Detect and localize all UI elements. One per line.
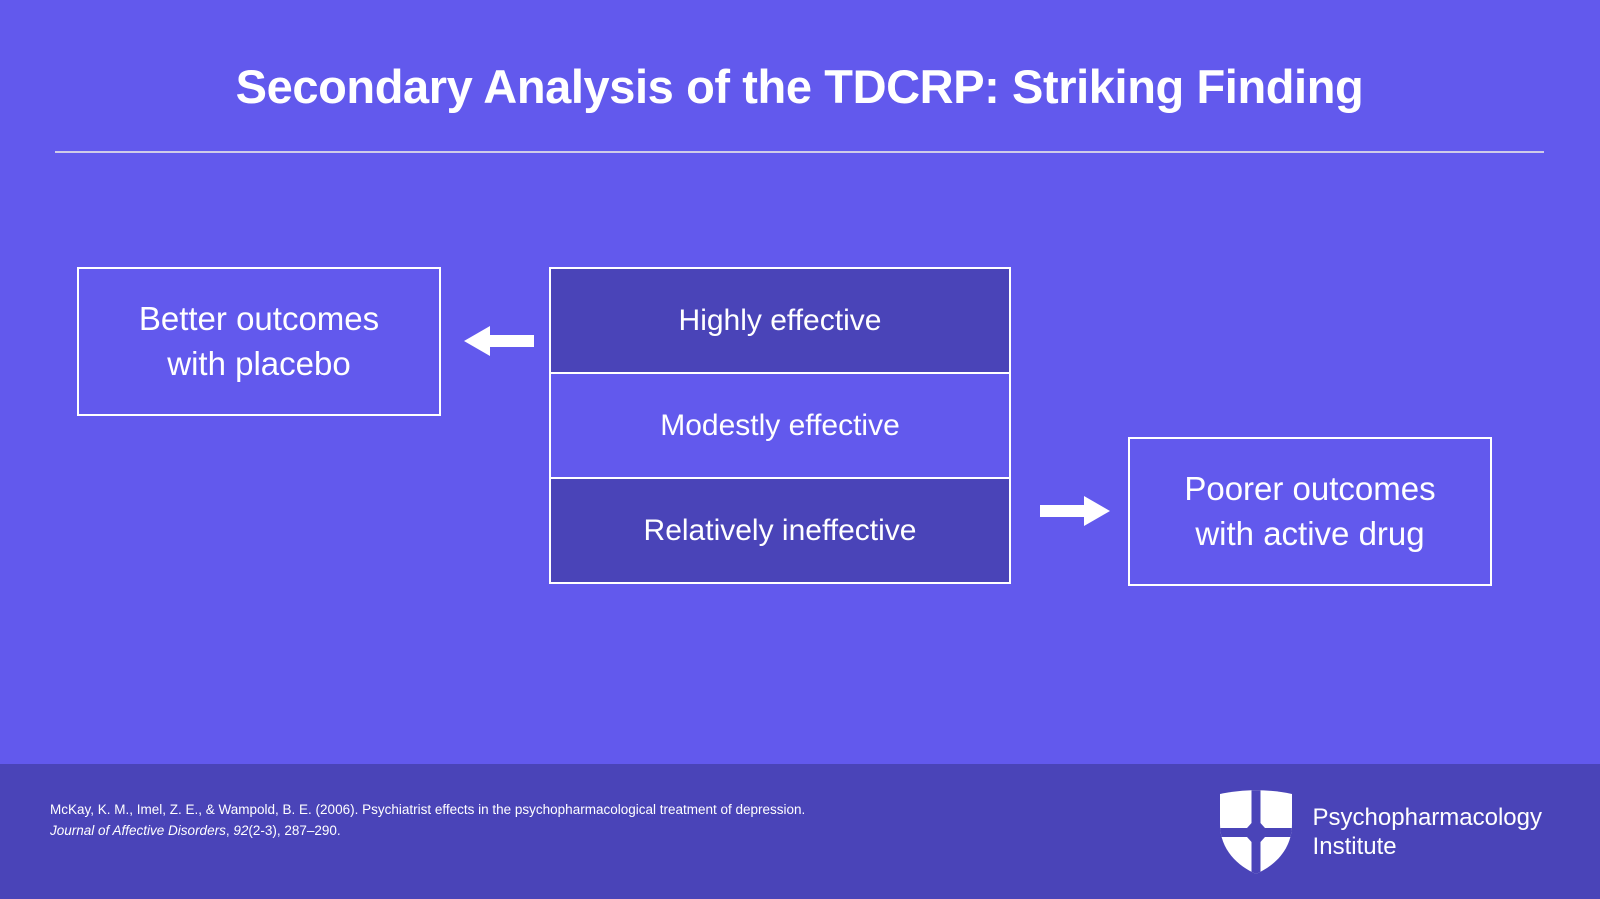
arrow-left-icon [464,326,534,356]
brand-logo: Psychopharmacology Institute [1217,790,1542,874]
citation-part3: (2-3), 287–290. [248,822,341,838]
callout-better-outcomes-placebo: Better outcomes with placebo [77,267,441,416]
citation-text: McKay, K. M., Imel, Z. E., & Wampold, B.… [50,800,810,842]
logo-wordmark: Psychopharmacology Institute [1313,803,1542,862]
callout-right-line2: with active drug [1195,514,1425,552]
logo-line1: Psychopharmacology [1312,803,1542,831]
title-divider [55,151,1544,153]
citation-journal: Journal of Affective Disorders [50,822,226,838]
arrow-right-icon [1040,496,1110,526]
citation-part2: , [225,822,234,838]
tier-highly-effective: Highly effective [549,267,1011,374]
tier-label: Relatively ineffective [643,513,917,547]
callout-left-line1: Better outcomes [138,300,380,338]
citation-volume: 92 [233,822,249,838]
page-title: Secondary Analysis of the TDCRP: Strikin… [235,60,1364,113]
footer-band: McKay, K. M., Imel, Z. E., & Wampold, B.… [0,764,1600,899]
citation-part1: McKay, K. M., Imel, Z. E., & Wampold, B.… [50,802,806,817]
shield-cross-logo-icon [1219,790,1292,874]
effectiveness-tier-stack: Highly effective Modestly effective Rela… [549,267,1011,584]
tier-label: Highly effective [678,303,882,337]
tier-label: Modestly effective [660,408,900,442]
callout-right-line1: Poorer outcomes [1184,470,1436,508]
logo-line2: Institute [1312,833,1397,860]
tier-relatively-ineffective: Relatively ineffective [549,477,1011,584]
callout-poorer-outcomes-active-drug: Poorer outcomes with active drug [1128,437,1492,586]
callout-left-line2: with placebo [167,344,351,382]
tier-modestly-effective: Modestly effective [549,372,1011,479]
